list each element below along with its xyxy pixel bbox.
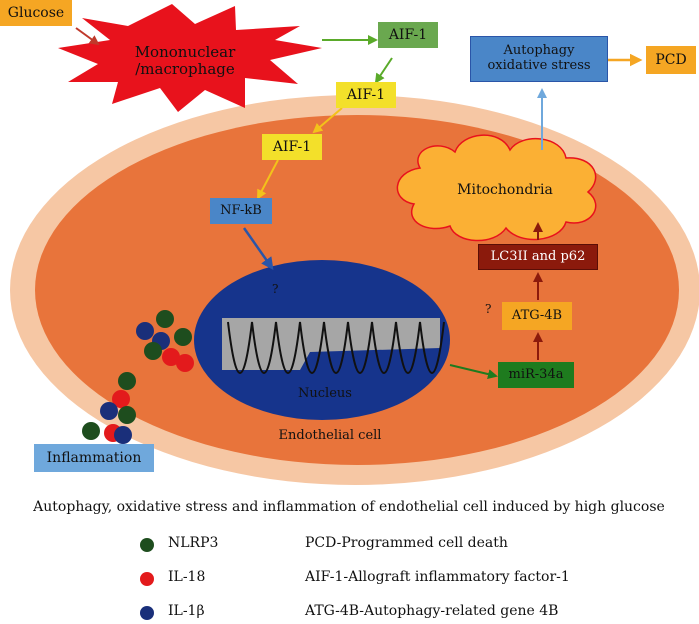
arrow-nucleus-to-mir34a (449, 364, 498, 380)
inflammation-box: Inflammation (34, 444, 154, 472)
nlrp3-dot (156, 310, 174, 328)
nfkb-box: NF-kB (210, 198, 272, 224)
il18-dot (162, 348, 180, 366)
question-mark-nucleus: ? (272, 282, 279, 296)
il1b-dot (114, 426, 132, 444)
il1b-dot (100, 402, 118, 420)
aif1-top-box: AIF-1 (378, 22, 438, 48)
autophagy-box: Autophagy oxidative stress (470, 36, 608, 82)
question-mark-mir34a: ? (485, 302, 492, 316)
nlrp3-dot (174, 328, 192, 346)
legend-swatch-il1b (140, 606, 154, 620)
macrophage-starburst (58, 4, 322, 112)
arrow-nfkb-to-nucleus (242, 227, 274, 271)
mitochondria-cloud (396, 134, 597, 242)
nucleus-label: Nucleus (298, 385, 352, 401)
arrow-aif1-low-to-nfkb (257, 159, 279, 200)
arrow-aif1-to-aif1-mid (374, 57, 393, 84)
mir34a-box: miR-34a (498, 362, 574, 388)
legend-swatch-il18 (140, 572, 154, 586)
legend-label: IL-1β (168, 603, 205, 619)
atg4b-box: ATG-4B (502, 302, 572, 330)
chromatin-coil (227, 321, 445, 374)
nlrp3-dot (118, 406, 136, 424)
arrow-aif1-mid-to-aif1-low (312, 107, 343, 134)
mitochondria-label: Mitochondria (457, 181, 553, 198)
glucose-box: Glucose (0, 0, 72, 26)
legend-label: NLRP3 (168, 535, 219, 551)
aif1-low-box: AIF-1 (262, 134, 322, 160)
legend-definition: AIF-1-Allograft inflammatory factor-1 (305, 569, 570, 585)
legend-label: IL-18 (168, 569, 206, 585)
il18-dot (112, 390, 130, 408)
aif1-mid-box: AIF-1 (336, 82, 396, 108)
lc3-p62-box: LC3II and p62 (478, 244, 598, 270)
nlrp3-dot (82, 422, 100, 440)
macrophage-label: Mononuclear /macrophage (134, 42, 236, 78)
il18-dot (176, 354, 194, 372)
legend-swatch-nlrp3 (140, 538, 154, 552)
endothelial-cell-label: Endothelial cell (278, 427, 382, 443)
nlrp3-dot (144, 342, 162, 360)
pcd-box: PCD (646, 46, 696, 74)
arrow-glucose-to-macrophage (75, 27, 100, 46)
legend-definition: PCD-Programmed cell death (305, 535, 508, 551)
nlrp3-dot (118, 372, 136, 390)
legend-definition: ATG-4B-Autophagy-related gene 4B (305, 603, 559, 619)
figure-caption: Autophagy, oxidative stress and inflamma… (33, 499, 665, 515)
il1b-dot (136, 322, 154, 340)
